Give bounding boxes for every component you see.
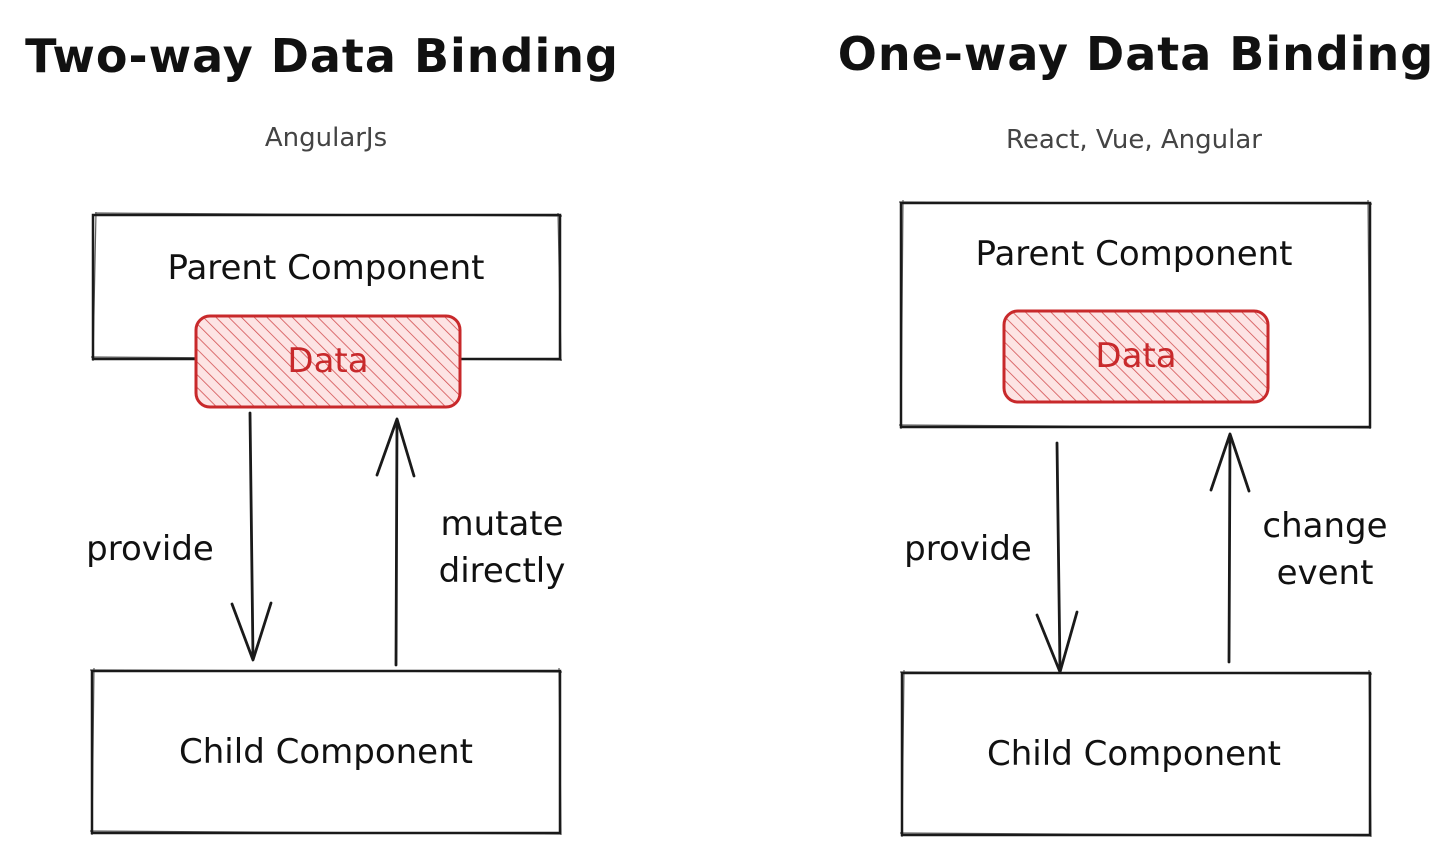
right-parent-label: Parent Component — [975, 234, 1292, 274]
one-way-title: One-way Data Binding — [838, 27, 1434, 81]
left-mutate-arrow — [375, 417, 416, 667]
left-mutate-label-line2: directly — [439, 551, 566, 591]
left-data-label: Data — [287, 341, 368, 381]
two-way-binding-panel: Two-way Data Binding AngularJs Parent Co… — [25, 29, 619, 836]
left-provide-arrow — [230, 411, 273, 662]
right-child-component-box: Child Component — [899, 669, 1373, 838]
right-provide-arrow — [1035, 441, 1079, 674]
left-data-box: Data — [194, 314, 462, 409]
left-provide-label: provide — [86, 529, 214, 569]
right-change-event-arrow — [1209, 432, 1251, 664]
right-change-label-line1: change — [1262, 506, 1387, 546]
two-way-subtitle: AngularJs — [265, 123, 387, 153]
one-way-binding-panel: One-way Data Binding React, Vue, Angular… — [838, 27, 1434, 838]
right-provide-label: provide — [904, 529, 1032, 569]
left-child-component-box: Child Component — [89, 667, 563, 836]
right-child-label: Child Component — [987, 734, 1281, 774]
left-parent-label: Parent Component — [167, 248, 484, 288]
left-child-label: Child Component — [179, 732, 473, 772]
two-way-title: Two-way Data Binding — [25, 29, 619, 83]
right-change-label-line2: event — [1277, 553, 1374, 593]
left-mutate-label-line1: mutate — [440, 504, 563, 544]
one-way-subtitle: React, Vue, Angular — [1006, 125, 1262, 155]
right-data-box: Data — [1002, 309, 1270, 404]
right-data-label: Data — [1095, 336, 1176, 376]
